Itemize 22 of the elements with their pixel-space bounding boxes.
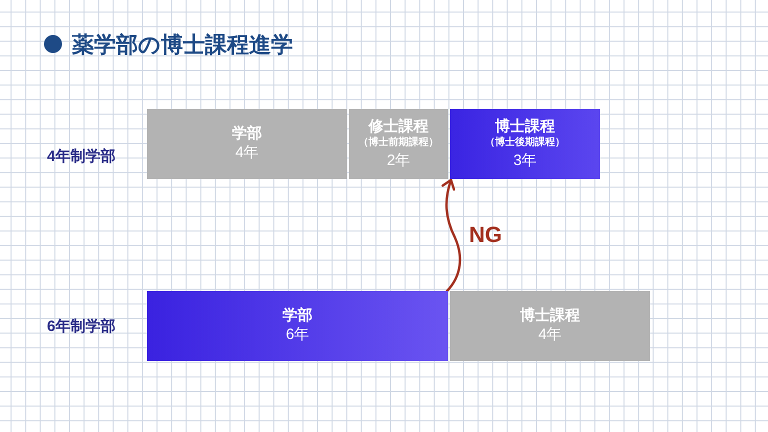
title: 薬学部の博士課程進学: [72, 31, 293, 59]
bar-title: 学部: [232, 125, 262, 144]
period-bar: [147, 109, 347, 179]
bar-subtitle: （博士後期課程）: [485, 137, 565, 150]
bar-title: 博士課程: [520, 307, 580, 326]
edge-label: NG: [469, 222, 502, 248]
arrow: [442, 178, 462, 292]
period-bar: [450, 109, 600, 179]
bar-title: 学部: [282, 307, 312, 326]
bar-title: 博士課程: [495, 118, 555, 136]
duration-text: 4年: [235, 144, 259, 163]
bar-title: 修士課程: [368, 118, 428, 136]
duration-text: 2年: [386, 152, 410, 170]
row-label: 6年制学部: [47, 317, 116, 336]
duration-text: 6年: [286, 326, 310, 345]
bar-subtitle: （博士前期課程）: [358, 137, 438, 150]
period-bar: [147, 291, 448, 361]
period-bar: [450, 291, 650, 361]
duration-text: 4年: [538, 326, 562, 345]
row-label: 4年制学部: [47, 147, 116, 166]
period-bar: [349, 109, 448, 179]
duration-text: 3年: [513, 152, 537, 170]
